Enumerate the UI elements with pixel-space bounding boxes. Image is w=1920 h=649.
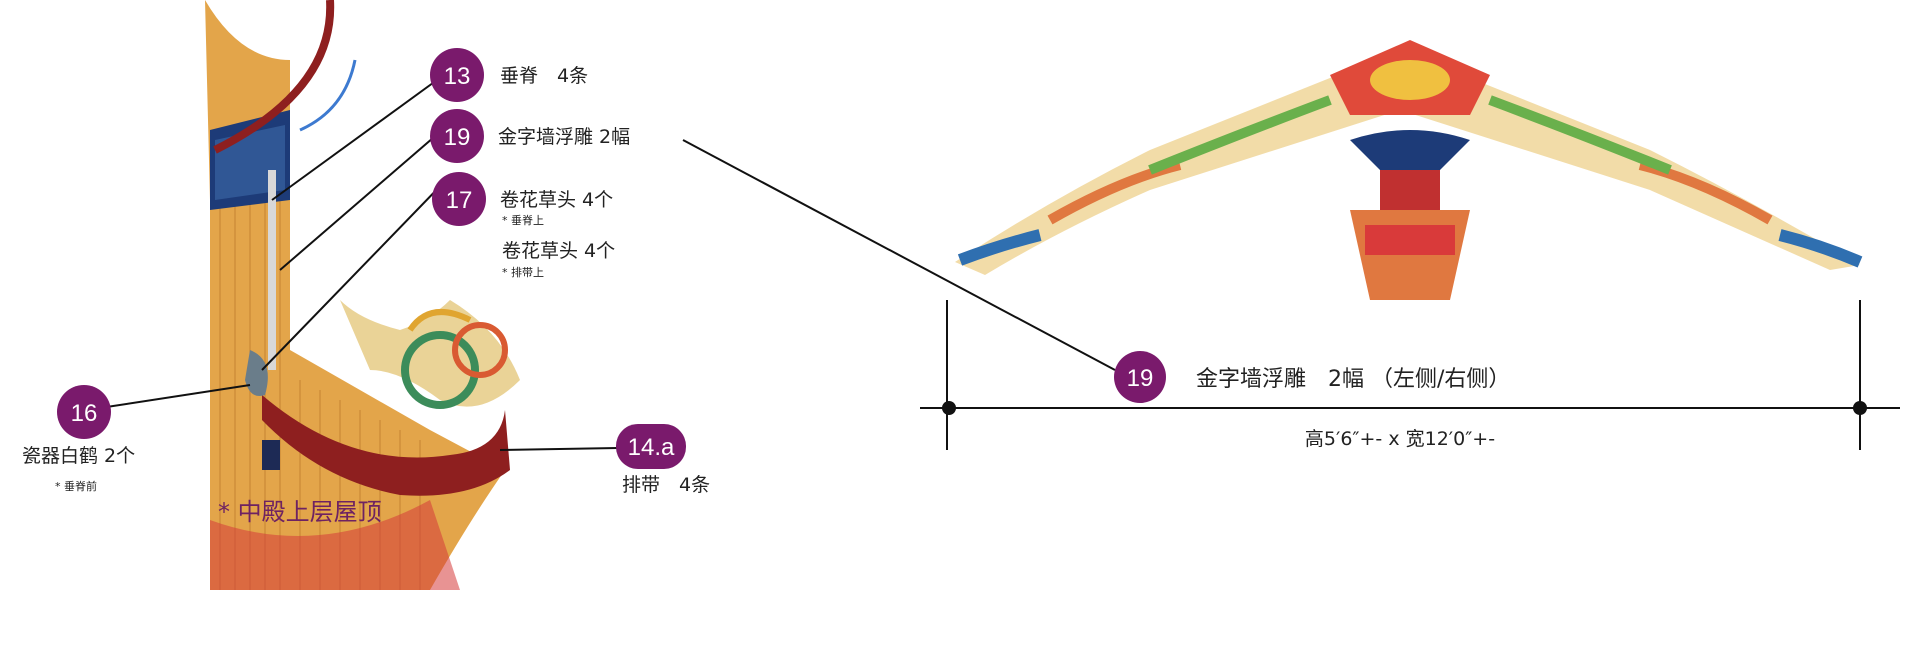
callout-note: * 垂脊前 [55,479,97,493]
leader-lines [99,71,1116,451]
roof-illustration [205,0,520,590]
roof-label: * 中殿上层屋顶 [218,498,382,526]
number-badge [432,172,486,226]
number-badge [616,424,686,469]
badge-number: 14.a [628,434,675,461]
dimensions-label: 高5′6″+- x 宽12′0″+- [1305,428,1495,450]
callout-label: 瓷器白鹤 2个 [22,445,135,467]
callout-16: 16 瓷器白鹤 2个 * 垂脊前 [22,385,135,493]
badge-number: 13 [444,63,471,90]
badge-number: 19 [1127,365,1154,392]
badge-number: 17 [446,187,473,214]
callout-label: 垂脊 4条 [500,65,588,87]
dimension-endpoint-right [1853,401,1867,415]
number-badge [57,385,111,439]
callout-label: 卷花草头 4个 [500,189,613,211]
number-badge [430,109,484,163]
callout-note: * 垂脊上 [502,213,544,227]
callout-19: 19 金字墙浮雕 2幅 [430,109,630,163]
callout-17: 17 卷花草头 4个 * 垂脊上 卷花草头 4个 * 排带上 [432,172,615,279]
number-badge [430,48,484,102]
callout-note-2: * 排带上 [502,265,544,279]
callout-label-2: 卷花草头 4个 [502,240,615,262]
callout-label: 排带 4条 [622,474,710,496]
dimension-endpoint-left [942,401,956,415]
callout-14a: 14.a 排带 4条 [616,424,710,496]
detail-callout-19: 19 金字墙浮雕 2幅 （左侧/右侧） [1114,351,1510,403]
callout-13: 13 垂脊 4条 [430,48,588,102]
gable-relief-illustration [955,40,1863,300]
badge-number: 19 [444,124,471,151]
dimension-lines [920,300,1900,450]
callout-label: 金字墙浮雕 2幅 [498,126,630,148]
detail-title: 金字墙浮雕 2幅 （左侧/右侧） [1196,367,1510,392]
number-badge [1114,351,1166,403]
badge-number: 16 [71,400,98,427]
